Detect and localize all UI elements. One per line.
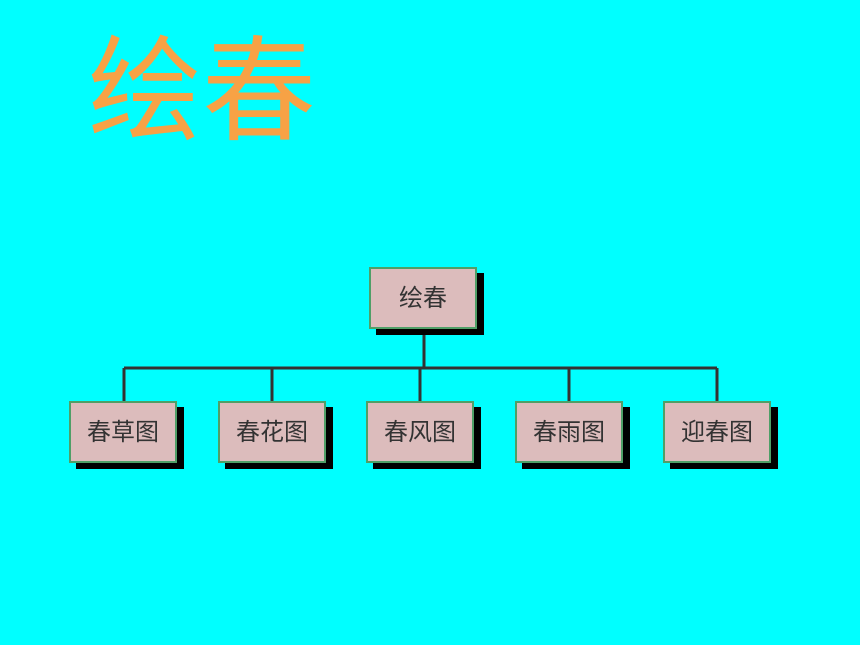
node-chunyutu: 春雨图 [515,401,623,463]
slide-title: 绘春 [88,25,317,158]
node-chuncaotu: 春草图 [69,401,177,463]
node-chunhuatu: 春花图 [218,401,326,463]
root-node: 绘春 [369,267,477,329]
node-chunfengtu: 春风图 [366,401,474,463]
node-yingchuntu: 迎春图 [663,401,771,463]
